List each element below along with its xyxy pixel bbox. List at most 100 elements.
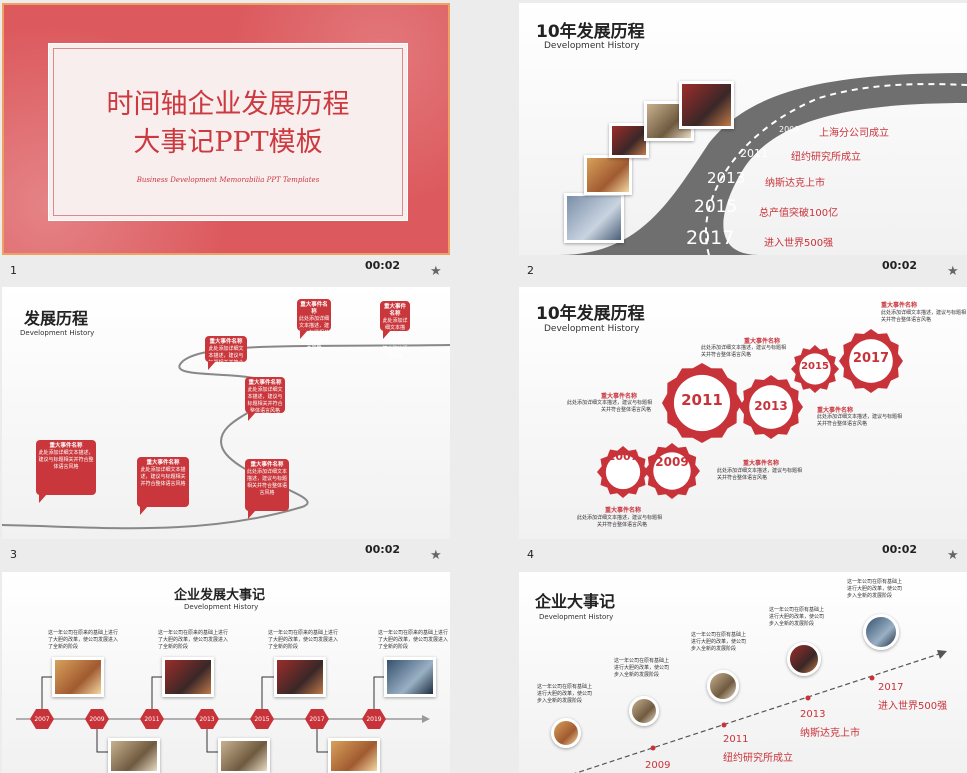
slide-title: 企业大事记 — [535, 592, 616, 611]
slide-subtitle: Development History — [184, 603, 259, 611]
year-2017: 2017 — [878, 682, 904, 693]
slide-number: 1 — [10, 264, 17, 277]
event-desc: 这一年公司在原来的基础上进行了大胆的改革，使公司发展进入了全新的阶段 — [48, 630, 119, 650]
year-hexagon: 2017 — [305, 709, 329, 729]
gear-2015: 2015 — [801, 361, 829, 372]
gear-2009: 2009 — [655, 455, 689, 469]
photo-building — [384, 657, 436, 697]
title-line-1: 时间轴企业发展历程 — [106, 89, 350, 120]
event-text: 关并符合整体语言风格 — [817, 421, 868, 427]
event-desc: 这一年公司在原有基础上进行大胆的改革，使公司步入全新的发展阶段 — [537, 684, 593, 704]
slide-thumbnail-6[interactable]: 企业大事记 Development History 这一年公司在原有基础上进行大… — [519, 572, 967, 773]
event-desc: 这一年公司在原有基础上进行大胆的改革，使公司步入全新的发展阶段 — [769, 607, 825, 627]
gear-2007: 2007 — [607, 450, 639, 463]
animation-star-icon[interactable]: ★ — [947, 548, 959, 563]
slide-subtitle: Development History — [544, 324, 640, 334]
photo-crowd — [328, 738, 380, 773]
event-desc: 这一年公司在原有基础上进行大胆的改革，使公司步入全新的发展阶段 — [847, 579, 903, 599]
event-bubble: 重大事件名称此处添加详细文本描述，建议与标题相关并符合整体语言风格 — [245, 459, 289, 519]
event-text: 关并符合整体语言风格 — [701, 352, 752, 358]
animation-star-icon[interactable]: ★ — [430, 264, 442, 279]
year-2015: 2015 — [694, 197, 738, 217]
year-2013: 2013 — [707, 169, 746, 187]
slide-title: 企业发展大事记 — [174, 588, 266, 603]
slide-thumbnail-3[interactable]: 发展历程 Development History 重大事件名称此处添加详细文本描… — [2, 287, 450, 539]
slide-duration: 00:02 — [882, 543, 918, 556]
slide-title: 发展历程 — [24, 309, 89, 328]
event-bubble: 重大事件名称此处添加详细文本描述，建议与标题相关并符合整体语言风格 — [380, 301, 410, 359]
event-text: 此处添加详细文本描述，建议与标题相 — [881, 310, 967, 316]
slide-duration: 00:02 — [365, 543, 401, 556]
event-desc: 这一年公司在原来的基础上进行了大胆的改革，使公司发展进入了全新的阶段 — [378, 630, 449, 650]
animation-star-icon[interactable]: ★ — [430, 548, 442, 563]
milestone-2015: 总产值突破100亿 — [759, 208, 839, 219]
year-hexagon: 2015 — [250, 709, 274, 729]
event-text: 此处添加详细文本描述，建议与标题相 — [567, 400, 653, 406]
slide-thumbnail-5[interactable]: 企业发展大事记 Development History 2007 2009 2011… — [2, 572, 450, 773]
event-title: 重大事件名称 — [743, 460, 780, 467]
circle-photo — [629, 696, 659, 726]
photo-building — [564, 193, 624, 243]
event-text: 此处添加详细文本描述，建议与标题相 — [817, 414, 903, 420]
gear-center — [799, 353, 831, 385]
circle-photo — [551, 718, 581, 748]
year-2017: 2017 — [686, 227, 735, 249]
photo-nasdaq — [609, 123, 649, 158]
event-title: 重大事件名称 — [817, 407, 854, 414]
title-subtitle: Business Development Memorabilia PPT Tem… — [136, 176, 320, 184]
timeline-axis — [16, 676, 430, 753]
event-title: 重大事件名称 — [605, 507, 642, 514]
circle-photo — [707, 670, 739, 702]
gear-center — [653, 452, 691, 490]
slide-thumbnail-1[interactable]: 时间轴企业发展历程 大事记PPT模板 Business Development … — [2, 3, 450, 255]
photo-office — [162, 657, 214, 697]
slide-subtitle: Development History — [20, 329, 95, 337]
year-2013: 2013 — [800, 709, 826, 720]
milestone-2009: 上海分公司成立 — [819, 128, 889, 139]
slide-thumbnail-4[interactable]: 10年发展历程 Development History 2007 2009 20… — [519, 287, 967, 539]
gear-center — [673, 374, 731, 432]
event-text: 关并符合整体语言风格 — [601, 407, 652, 413]
event-desc: 这一年公司在原来的基础上进行了大胆的改革，使公司发展进入了全新的阶段 — [268, 630, 339, 650]
event-desc: 这一年公司在原来的基础上进行了大胆的改革，使公司发展进入了全新的阶段 — [158, 630, 229, 650]
year-hexagon: 2009 — [85, 709, 109, 729]
year-hexagon: 2007 — [30, 709, 54, 729]
year-hexagon: 2011 — [140, 709, 164, 729]
event-bubble: 重大事件名称此处添加详细文本描述，建议与标题相关并符合整体语言风格 — [36, 440, 96, 503]
year-2011: 2011 — [740, 147, 768, 160]
title-card: 时间轴企业发展历程 大事记PPT模板 Business Development … — [48, 43, 408, 221]
slide-title: 10年发展历程 — [536, 22, 645, 42]
road-graphic — [559, 73, 967, 255]
animation-star-icon[interactable]: ★ — [947, 264, 959, 279]
event-desc: 这一年公司在原有基础上进行大胆的改革，使公司步入全新的发展阶段 — [691, 632, 747, 652]
slide-title: 10年发展历程 — [536, 304, 645, 324]
photo-team — [108, 738, 160, 773]
photo-crowd — [584, 155, 632, 195]
event-title: 重大事件名称 — [881, 302, 918, 309]
slide-thumbnail-2[interactable]: 10年发展历程 Development History 2009 上海分公司成立… — [519, 3, 967, 255]
slide-number: 4 — [527, 548, 534, 561]
event-text: 进入世界500强 — [878, 701, 948, 712]
event-title: 重大事件名称 — [601, 393, 638, 400]
event-bubble: 重大事件名称此处添加详细文本描述，建议与标题相关并符合整体语言风格 — [205, 336, 247, 373]
slide-duration: 00:02 — [365, 259, 401, 272]
circle-photo — [787, 642, 821, 676]
event-text: 关并符合整体语言风格 — [717, 475, 768, 481]
event-text: 关并符合整体语言风格 — [881, 317, 932, 323]
slide-number: 3 — [10, 548, 17, 561]
photo-presentation — [218, 738, 270, 773]
event-text: 纽约研究所成立 — [723, 753, 793, 764]
event-title: 重大事件名称 — [744, 338, 781, 345]
event-desc: 这一年公司在原有基础上进行大胆的改革，使公司步入全新的发展阶段 — [614, 658, 670, 678]
gear-chain — [597, 329, 903, 499]
year-hexagon: 2019 — [362, 709, 386, 729]
year-2009: 2009 — [645, 760, 671, 771]
gear-2011: 2011 — [681, 391, 723, 409]
gear-2013: 2013 — [754, 399, 788, 413]
photo-meeting — [679, 81, 734, 129]
title-line-2: 大事记PPT模板 — [133, 127, 323, 158]
event-bubble: 重大事件名称此处添加详细文本描述，建议与标题相关并符合整体语言风格 — [245, 377, 285, 421]
gear-center — [605, 454, 641, 490]
gear-2017: 2017 — [852, 351, 890, 366]
year-2009: 2009 — [779, 125, 800, 134]
